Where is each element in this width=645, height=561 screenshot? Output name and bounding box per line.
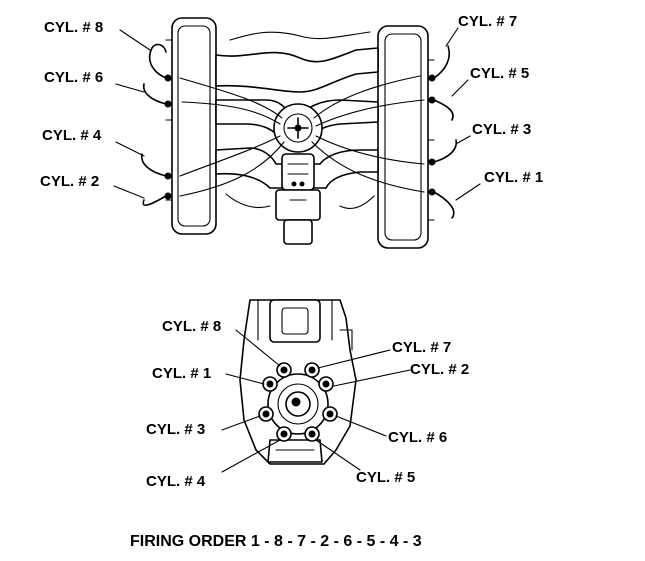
- pump-leader-lines: [221, 329, 411, 473]
- top-label-cyl8: CYL. # 8: [44, 19, 103, 36]
- top-label-cyl6: CYL. # 6: [44, 69, 103, 86]
- firing-order-caption: FIRING ORDER 1 - 8 - 7 - 2 - 6 - 5 - 4 -…: [130, 533, 422, 550]
- lower-housing: [275, 153, 321, 245]
- fuel-lines-top: [179, 75, 425, 197]
- top-label-cyl5: CYL. # 5: [470, 65, 529, 82]
- top-label-cyl7: CYL. # 7: [458, 13, 517, 30]
- pump-hub: [267, 373, 329, 435]
- left-valve-cover: [165, 17, 217, 235]
- pump-label-cyl6: CYL. # 6: [388, 429, 447, 446]
- engine-top-view: CYL. # 8 CYL. # 6 CYL. # 4 CYL. # 2 CYL.…: [40, 13, 543, 249]
- right-injector-lines: [428, 45, 458, 219]
- pump-label-cyl7: CYL. # 7: [392, 339, 451, 356]
- top-label-cyl4: CYL. # 4: [42, 127, 102, 144]
- pump-outlets: [258, 362, 338, 442]
- distributor-top: [273, 103, 323, 153]
- pump-label-cyl5: CYL. # 5: [356, 469, 415, 486]
- pump-label-cyl2: CYL. # 2: [410, 361, 469, 378]
- pump-label-cyl8: CYL. # 8: [162, 318, 221, 335]
- right-valve-cover: [377, 25, 435, 249]
- top-label-cyl2: CYL. # 2: [40, 173, 99, 190]
- injection-pump-view: CYL. # 8 CYL. # 7 CYL. # 1 CYL. # 2 CYL.…: [146, 299, 469, 490]
- top-label-cyl3: CYL. # 3: [472, 121, 531, 138]
- pump-label-cyl3: CYL. # 3: [146, 421, 205, 438]
- pump-label-cyl1: CYL. # 1: [152, 365, 211, 382]
- top-label-cyl1: CYL. # 1: [484, 169, 543, 186]
- left-injector-lines: [141, 43, 172, 207]
- pump-label-cyl4: CYL. # 4: [146, 473, 206, 490]
- top-leader-lines: [113, 27, 481, 201]
